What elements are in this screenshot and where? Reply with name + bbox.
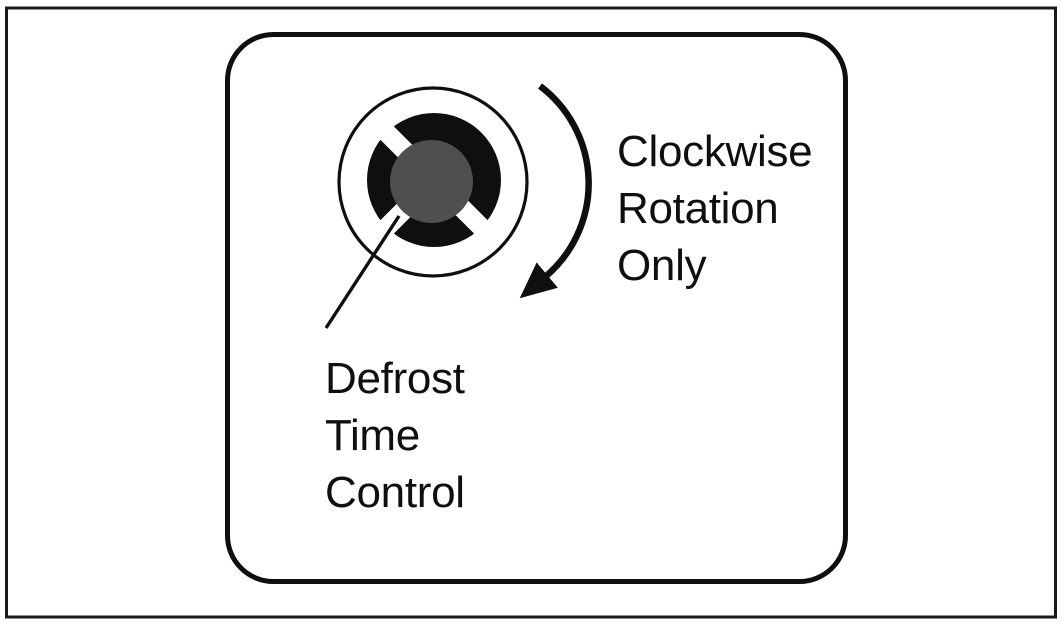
knob-name-label: Defrost Time Control	[325, 350, 465, 521]
knob-label-line-3: Control	[325, 468, 465, 517]
rotation-label-line-3: Only	[617, 241, 707, 290]
rotation-label-line-1: Clockwise	[617, 127, 813, 176]
control-panel-outline	[225, 32, 848, 584]
rotation-direction-label: Clockwise Rotation Only	[617, 123, 813, 294]
knob-center-cap	[390, 140, 473, 223]
rotation-label-line-2: Rotation	[617, 184, 779, 233]
figure-frame	[5, 6, 1057, 619]
knob-label-line-1: Defrost	[325, 354, 465, 403]
knob-leader-line	[324, 215, 401, 329]
defrost-timer-knob-icon	[337, 86, 529, 278]
knob-label-line-2: Time	[325, 411, 420, 460]
clockwise-arrow-icon	[519, 83, 592, 299]
